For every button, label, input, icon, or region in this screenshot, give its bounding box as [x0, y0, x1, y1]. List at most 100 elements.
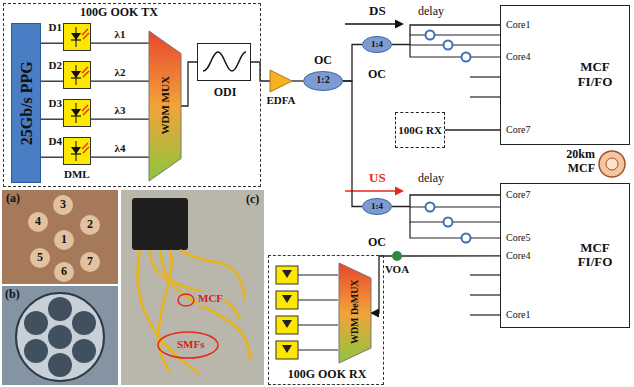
annotation-label: delay: [418, 5, 444, 19]
laser-icon: [64, 138, 90, 164]
fiber-core: [28, 212, 48, 232]
photo-panel: [121, 190, 264, 385]
filter-curve: [203, 52, 246, 71]
delay-loop: [426, 203, 435, 212]
callout-number: 4: [34, 215, 42, 229]
connector: [445, 129, 500, 130]
arrowhead: [395, 187, 404, 196]
fiber-line: [410, 34, 500, 35]
wavelength-label: λ3: [114, 104, 127, 117]
fiber-line: [298, 324, 338, 325]
wavelength-label: λ1: [114, 28, 127, 41]
diode-bar: [71, 153, 81, 154]
callout-number: 5: [36, 251, 44, 265]
connector: [91, 119, 149, 120]
delay-loop: [444, 218, 453, 227]
photodiode: [276, 341, 298, 359]
fiber-core: [48, 325, 72, 349]
node-label: WDM MUX: [159, 45, 172, 165]
diode-symbol: [282, 270, 292, 278]
node-label: 100G OOK RX: [269, 368, 385, 382]
fiber-line: [298, 349, 338, 350]
node-label: EDFA: [264, 94, 298, 107]
connector: [91, 81, 149, 82]
fiber-core: [54, 230, 74, 250]
fiber-line: [298, 299, 338, 300]
node-label: VOA: [382, 263, 412, 276]
amplifier-triangle: [270, 70, 292, 92]
direction-arrows: [345, 20, 404, 196]
annotation-label: delay: [418, 172, 444, 186]
connector: [292, 80, 303, 81]
voa-outline: [392, 251, 402, 261]
node-label: 25Gb/s PPG: [18, 28, 36, 178]
edfa-amplifier-outline: [270, 70, 292, 92]
wavelength-label: λ2: [114, 66, 127, 79]
laser-icon: [64, 24, 90, 50]
delay-loop: [462, 53, 471, 62]
callout-number: 3: [59, 198, 67, 212]
diode-symbol: [282, 295, 292, 303]
node-label: D4: [43, 135, 62, 148]
node-label: 20km MCF: [547, 148, 595, 176]
spool-outer: [599, 151, 625, 177]
delay-loop: [462, 234, 471, 243]
node-label: OC: [357, 236, 397, 250]
fiber-line: [470, 294, 500, 295]
edfa-amplifier: EDFA: [270, 70, 292, 92]
annotation-label: Core7: [506, 124, 530, 136]
coupler-ellipse: [304, 72, 343, 91]
connector: [41, 43, 63, 44]
annotation-label: DS: [369, 4, 386, 19]
emission-arrow: [83, 33, 89, 39]
wavelength-label: λ4: [114, 142, 127, 155]
emission-arrow: [83, 147, 89, 153]
connector: [392, 195, 500, 207]
fiber-line: [470, 96, 500, 97]
annotation-label: (c): [246, 193, 259, 207]
odi-filter: ODI: [197, 43, 251, 81]
photo-b: [2, 286, 118, 385]
receiver-box: 100G RX: [395, 112, 445, 148]
connector: [91, 157, 149, 158]
diode-bar: [71, 115, 81, 116]
fiber-core: [48, 297, 72, 321]
node-label: 1:4: [362, 201, 392, 211]
annotation-label: MCF: [197, 292, 224, 305]
connector: [343, 45, 362, 82]
filter-icon: [198, 44, 250, 80]
diode-symbol: [282, 320, 292, 328]
node-label: MCF FI/FO: [563, 60, 627, 90]
photo-c: [121, 190, 264, 385]
diode-symbol: [71, 33, 81, 40]
callout-number: 2: [86, 218, 94, 232]
fiber-core: [72, 311, 96, 335]
fiber-line: [470, 274, 500, 275]
fiber-line: [470, 76, 500, 77]
fanout-device: [132, 198, 188, 250]
callout-number: 7: [86, 255, 94, 269]
callout-number: 1: [60, 233, 68, 247]
fiber-pigtails: [138, 250, 251, 374]
rx-panel: 100G OOK RX WDM DeMUX: [268, 255, 384, 385]
wdm-demux: WDM DeMUX: [339, 263, 371, 363]
fiber-line: [410, 44, 500, 45]
optical-coupler: 1:4OC: [362, 36, 392, 53]
node-label: 100G OOK TX: [44, 6, 194, 20]
node-label: ODI: [190, 86, 260, 100]
fiber-spool-outline: [598, 150, 626, 178]
annotation-label: US: [369, 171, 386, 186]
annotation-label: Core4: [506, 51, 530, 63]
delay-loop: [444, 41, 453, 50]
diode-bar: [71, 77, 81, 78]
optical-coupler: 1:4OC: [362, 198, 392, 215]
voa: VOA: [392, 251, 402, 261]
annotation-label: (b): [5, 288, 20, 302]
fiber-core: [48, 353, 72, 377]
node-label: D3: [43, 97, 62, 110]
coupler-ellipse: [363, 37, 392, 53]
dml-laser: D3: [63, 99, 91, 127]
photodiode: [276, 316, 298, 334]
ds-arrow: [345, 23, 396, 25]
